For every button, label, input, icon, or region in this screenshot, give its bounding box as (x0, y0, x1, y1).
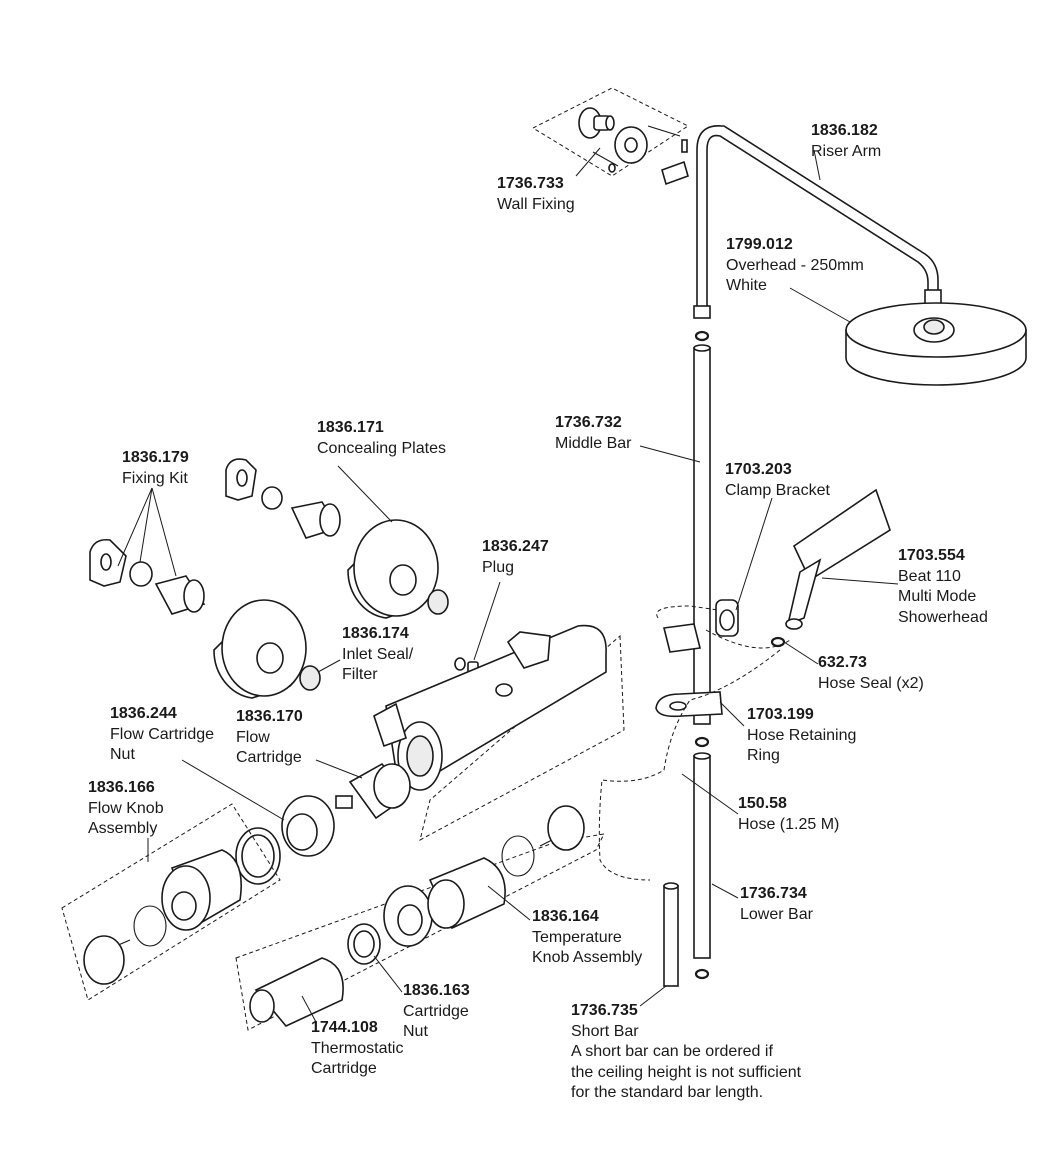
part-code: 1736.732 (555, 414, 622, 431)
part-label-temperature-knob-assembly: 1836.164 Temperature Knob Assembly (532, 907, 642, 969)
part-description: Hose Retaining Ring (747, 726, 857, 765)
overhead-shower-drawing (845, 302, 1027, 386)
part-description: Flow Cartridge (236, 728, 302, 767)
part-code: 1703.199 (747, 706, 814, 723)
part-description: Cartridge Nut (403, 1002, 469, 1041)
part-code: 1836.163 (403, 982, 470, 999)
fixing-kit-drawing (89, 458, 341, 615)
concealing-plates-drawing (213, 519, 449, 699)
part-code: 1836.170 (236, 708, 303, 725)
part-description: Middle Bar (555, 434, 632, 452)
part-code: 1836.174 (342, 625, 409, 642)
mixer-valve-drawing (373, 624, 625, 841)
wall-fixing-drawing (531, 87, 689, 177)
rail-bars-drawing (663, 330, 711, 987)
part-code: 1703.554 (898, 547, 965, 564)
part-label-clamp-bracket: 1703.203 Clamp Bracket (725, 460, 830, 501)
part-code: 1736.735 (571, 1002, 638, 1019)
thermostatic-cartridge-drawing (235, 805, 605, 1031)
part-code: 1836.171 (317, 419, 384, 436)
part-label-cartridge-nut: 1836.163 Cartridge Nut (403, 981, 470, 1043)
clamp-bracket-drawing (655, 599, 791, 718)
part-label-short-bar: 1736.735 Short Bar A short bar can be or… (571, 1001, 801, 1104)
handheld-showerhead-drawing (770, 488, 891, 648)
part-description: Temperature Knob Assembly (532, 928, 643, 967)
part-description: Beat 110 Multi Mode Showerhead (898, 567, 988, 626)
part-label-flow-knob-assembly: 1836.166 Flow Knob Assembly (88, 778, 164, 840)
part-description: Concealing Plates (317, 439, 446, 457)
part-code: 632.73 (818, 654, 867, 671)
part-label-riser-arm: 1836.182 Riser Arm (811, 121, 881, 162)
part-label-hose: 150.58 Hose (1.25 M) (738, 794, 839, 835)
part-code: 1836.166 (88, 779, 155, 796)
part-label-concealing-plates: 1836.171 Concealing Plates (317, 418, 446, 459)
part-description: Inlet Seal/ Filter (342, 645, 414, 684)
part-label-fixing-kit: 1836.179 Fixing Kit (122, 448, 189, 489)
part-description: Clamp Bracket (725, 481, 830, 499)
part-label-wall-fixing: 1736.733 Wall Fixing (497, 174, 575, 215)
part-code: 1703.203 (725, 461, 792, 478)
part-code: 1836.164 (532, 908, 599, 925)
part-code: 1836.182 (811, 122, 878, 139)
part-description: Fixing Kit (122, 469, 188, 487)
part-description: Thermostatic Cartridge (311, 1039, 404, 1078)
part-label-plug: 1836.247 Plug (482, 537, 549, 578)
part-code: 1836.244 (110, 705, 177, 722)
part-code: 1836.179 (122, 449, 189, 466)
leader-lines (117, 147, 899, 1023)
part-label-hose-seal: 632.73 Hose Seal (x2) (818, 653, 924, 694)
part-label-middle-bar: 1736.732 Middle Bar (555, 413, 631, 454)
part-description: Riser Arm (811, 142, 882, 160)
part-label-inlet-seal: 1836.174 Inlet Seal/ Filter (342, 624, 413, 686)
part-label-lower-bar: 1736.734 Lower Bar (740, 884, 813, 925)
part-code: 1836.247 (482, 538, 549, 555)
part-description: Hose Seal (x2) (818, 674, 924, 692)
flow-cartridge-drawing (235, 762, 411, 885)
riser-arm-drawing (661, 125, 942, 319)
part-code: 1799.012 (726, 236, 793, 253)
part-description: Hose (1.25 M) (738, 815, 840, 833)
part-label-flow-cartridge: 1836.170 Flow Cartridge (236, 707, 303, 769)
part-description: Overhead - 250mm White (726, 256, 864, 295)
part-code: 1744.108 (311, 1019, 378, 1036)
part-description: Flow Cartridge Nut (110, 725, 215, 764)
part-label-hose-retaining-ring: 1703.199 Hose Retaining Ring (747, 705, 856, 767)
part-code: 1736.734 (740, 885, 807, 902)
flow-knob-drawing (61, 803, 281, 1001)
part-code: 150.58 (738, 795, 787, 812)
part-description: Wall Fixing (497, 195, 575, 213)
part-description: Lower Bar (740, 905, 813, 923)
part-label-thermostatic-cartridge: 1744.108 Thermostatic Cartridge (311, 1018, 403, 1080)
part-description: Plug (482, 558, 515, 576)
part-label-overhead: 1799.012 Overhead - 250mm White (726, 235, 864, 297)
part-code: 1736.733 (497, 175, 564, 192)
hose-path (598, 649, 781, 881)
part-label-handheld-showerhead: 1703.554 Beat 110 Multi Mode Showerhead (898, 546, 988, 628)
part-label-flow-cartridge-nut: 1836.244 Flow Cartridge Nut (110, 704, 214, 766)
part-description: Short Bar A short bar can be ordered if … (571, 1022, 802, 1102)
part-description: Flow Knob Assembly (88, 799, 164, 838)
